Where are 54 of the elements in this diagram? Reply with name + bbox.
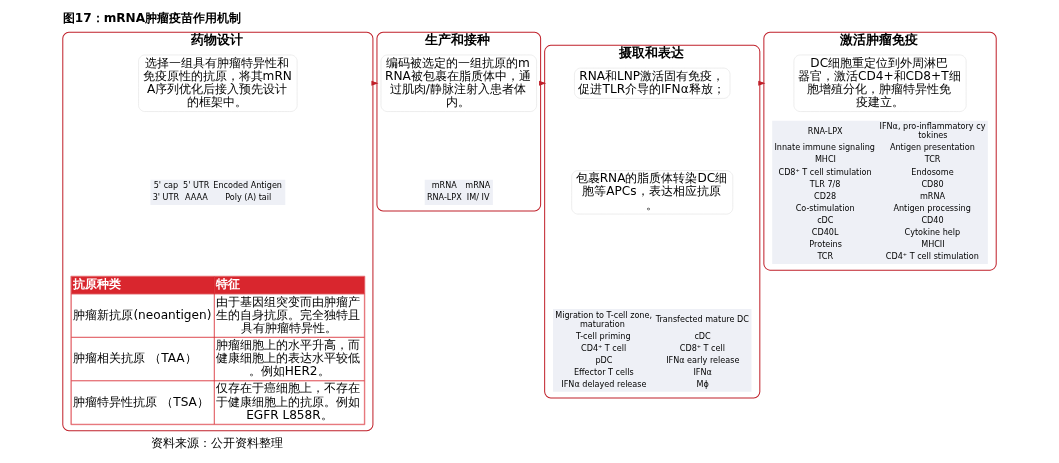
label: CD4⁺ T cell	[581, 342, 627, 353]
label: T-cell priming	[575, 330, 631, 341]
label: IM/ IV	[466, 191, 490, 202]
label: RNA-LPX	[426, 191, 462, 202]
label: RNA-LPX	[807, 125, 843, 136]
label: TCR	[924, 153, 941, 164]
label: 5' cap	[153, 179, 179, 190]
label: 抗原种类	[73, 276, 122, 291]
label: TLR 7/8	[809, 178, 841, 189]
label: Cytokine help	[904, 226, 961, 237]
label: cDC	[817, 214, 834, 225]
label: IFNα, pro-inflammatory cytokines	[879, 120, 986, 140]
label: mRNA	[919, 190, 945, 201]
label: CD40L	[811, 226, 839, 237]
label: IFNα early release	[666, 354, 740, 365]
label: pDC	[595, 354, 613, 365]
label: Antigen processing	[893, 202, 971, 213]
label: 肿瘤细胞上的水平升高，而健康细胞上的表达水平较低。例如HER2。	[216, 337, 361, 378]
caption: 资料来源：公开资料整理	[150, 435, 283, 450]
label: mRNA	[465, 179, 491, 190]
diagram-title: 图17：mRNA肿瘤疫苗作用机制	[62, 10, 242, 25]
label: MHCII	[921, 238, 945, 249]
label: Effector T cells	[573, 366, 634, 377]
label: CD40	[921, 214, 944, 225]
label: Encoded Antigen	[213, 179, 282, 190]
label: 仅存在于癌细胞上，不存在于健康细胞上的抗原。例如EGFR L858R。	[216, 380, 361, 422]
label: cDC	[694, 330, 711, 341]
label: MHCI	[814, 153, 836, 164]
label: CD80	[921, 178, 944, 189]
label: 肿瘤特异性抗原 （TSA）	[73, 394, 209, 409]
label: Antigen presentation	[889, 141, 975, 152]
label: Innate immune signaling	[774, 141, 875, 152]
label: 特征	[216, 276, 241, 291]
label: 肿瘤相关抗原 （TAA）	[73, 350, 197, 365]
label: IFNα delayed release	[561, 378, 647, 389]
label: CD4⁺ T cell stimulation	[885, 250, 979, 261]
label: 3' UTR	[152, 191, 180, 202]
label: Endosome	[911, 166, 954, 177]
label: Mϕ	[696, 378, 709, 389]
label: 肿瘤新抗原(neoantigen)	[73, 307, 212, 322]
label: IFNα	[693, 366, 712, 377]
label: 由于基因组突变而由肿瘤产生的自身抗原。完全独特且具有肿瘤特异性。	[216, 294, 361, 335]
label: CD8⁺ T cell stimulation	[778, 166, 872, 177]
label: Poly (A) tail	[225, 191, 272, 202]
label: 5' UTR	[183, 179, 210, 190]
label: Co-stimulation	[795, 202, 855, 213]
label: AAAA	[185, 191, 208, 202]
label: CD8⁺ T cell	[679, 342, 726, 353]
label: mRNA	[431, 179, 457, 190]
label: Proteins	[809, 238, 842, 249]
label: Transfected mature DC	[655, 313, 749, 324]
label: CD28	[814, 190, 837, 201]
label: Migration to T-cell zone, maturation	[555, 309, 653, 329]
label: TCR	[817, 250, 834, 261]
